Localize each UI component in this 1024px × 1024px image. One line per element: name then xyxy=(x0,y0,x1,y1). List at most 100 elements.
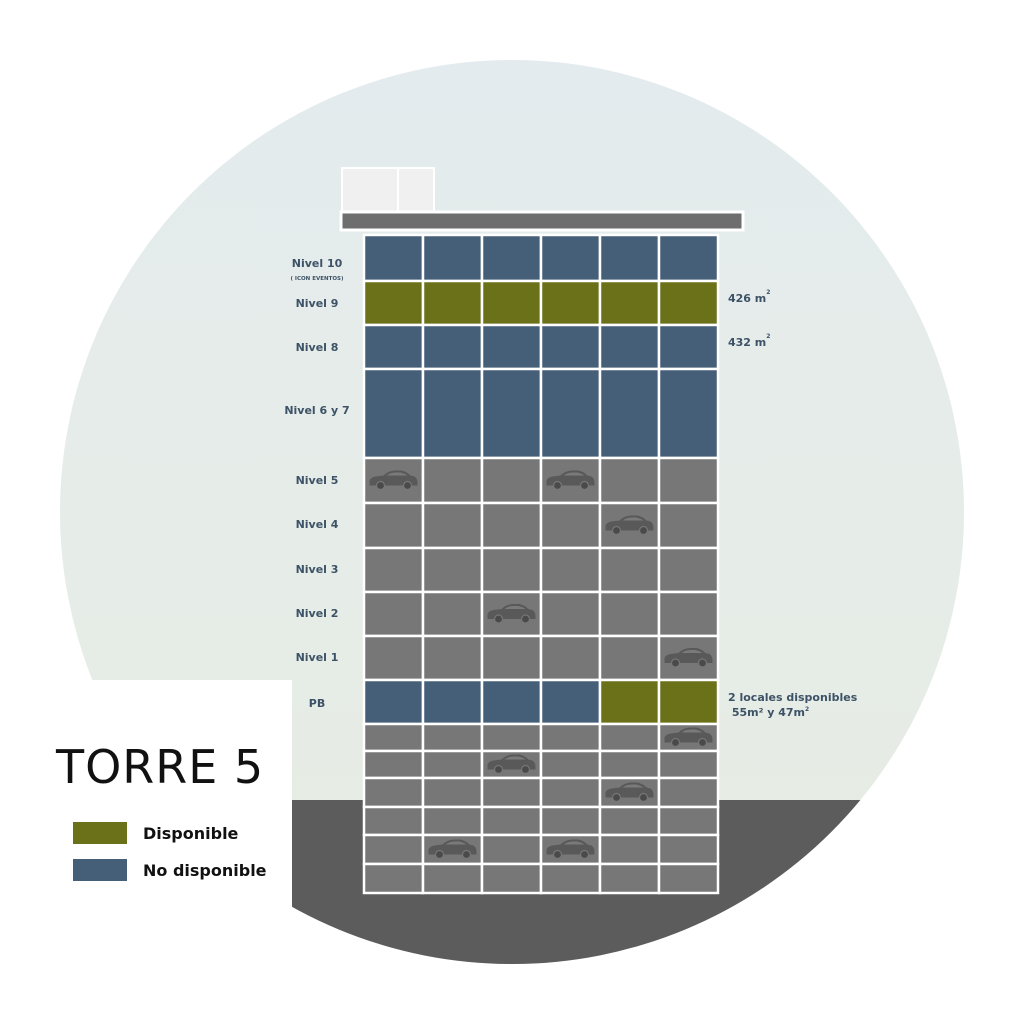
basement-cell xyxy=(657,749,720,780)
cell xyxy=(421,501,484,550)
cell xyxy=(598,678,661,726)
cell xyxy=(657,590,720,638)
cell xyxy=(362,678,425,726)
legend-label-disponible: Disponible xyxy=(143,823,239,843)
cell xyxy=(421,456,484,505)
cell xyxy=(598,279,661,327)
basement-cell xyxy=(362,776,425,809)
legend-item-disponible: Disponible xyxy=(73,822,238,844)
cell xyxy=(362,546,425,594)
basement-cell xyxy=(539,722,602,753)
cell xyxy=(421,678,484,726)
cell xyxy=(539,367,602,460)
cell xyxy=(539,323,602,371)
cell xyxy=(657,501,720,550)
car-icon xyxy=(664,648,713,668)
basement-cell xyxy=(362,749,425,780)
cell xyxy=(362,590,425,638)
basement-cell xyxy=(480,776,543,809)
basement-cell xyxy=(598,862,661,895)
level-label-nivel-1: Nivel 1 xyxy=(295,651,339,664)
tower-title: TORRE 5 xyxy=(56,740,265,794)
cell xyxy=(598,590,661,638)
cell xyxy=(539,634,602,682)
basement-cell xyxy=(480,862,543,895)
cell xyxy=(657,546,720,594)
basement-cell xyxy=(480,722,543,753)
basement-cell xyxy=(598,749,661,780)
car-icon xyxy=(546,839,595,860)
basement-cell xyxy=(480,833,543,866)
cell xyxy=(421,546,484,594)
basement-cell xyxy=(362,722,425,753)
cell xyxy=(598,546,661,594)
cell xyxy=(657,678,720,726)
basement-cell xyxy=(539,749,602,780)
legend-label-no-disponible: No disponible xyxy=(143,860,267,880)
basement-cell xyxy=(421,749,484,780)
cell xyxy=(362,501,425,550)
basement-cell xyxy=(539,805,602,837)
cell xyxy=(598,323,661,371)
cell xyxy=(421,323,484,371)
cell xyxy=(480,678,543,726)
cell xyxy=(362,323,425,371)
car-icon xyxy=(428,839,477,860)
basement-cell xyxy=(657,862,720,895)
cell xyxy=(539,678,602,726)
cell xyxy=(657,279,720,327)
cell xyxy=(480,323,543,371)
basement-cell xyxy=(421,805,484,837)
cell xyxy=(480,546,543,594)
note-pb-locales: 2 locales disponibles 55m² y 47m2 xyxy=(728,691,858,719)
cell xyxy=(657,456,720,505)
car-icon xyxy=(487,604,536,624)
level-label-pb: PB xyxy=(308,697,326,710)
basement-cell xyxy=(480,805,543,837)
basement-cell xyxy=(362,862,425,895)
car-icon xyxy=(369,470,418,491)
cell xyxy=(539,590,602,638)
cell xyxy=(480,501,543,550)
cell xyxy=(362,233,425,283)
cell xyxy=(480,233,543,283)
note-nivel-9-area: 426 m2 xyxy=(728,289,771,305)
level-label-nivel-3: Nivel 3 xyxy=(295,563,339,576)
car-icon xyxy=(487,754,536,775)
cell xyxy=(539,279,602,327)
level-label-nivel-8: Nivel 8 xyxy=(295,341,339,354)
cell xyxy=(598,634,661,682)
roof-slab xyxy=(339,210,745,232)
level-label-nivel-10: Nivel 10 ( ICON EVENTOS) xyxy=(290,257,344,282)
car-icon xyxy=(664,727,713,748)
basement-cell xyxy=(657,776,720,809)
cell xyxy=(421,634,484,682)
basement-cell xyxy=(598,722,661,753)
cell xyxy=(421,367,484,460)
basement-cell xyxy=(539,862,602,895)
note-nivel-8-area: 432 m2 xyxy=(728,333,771,349)
cell xyxy=(362,279,425,327)
basement-cell xyxy=(421,722,484,753)
cell xyxy=(421,590,484,638)
cell xyxy=(657,367,720,460)
cell xyxy=(480,279,543,327)
cell xyxy=(657,233,720,283)
basement-cell xyxy=(539,776,602,809)
legend-swatch-disponible xyxy=(73,822,127,844)
cell xyxy=(539,546,602,594)
cell xyxy=(362,634,425,682)
building xyxy=(362,233,720,895)
cell xyxy=(598,456,661,505)
cell xyxy=(539,233,602,283)
level-label-nivel-5: Nivel 5 xyxy=(295,474,339,487)
basement-cell xyxy=(598,805,661,837)
roof-box xyxy=(341,167,435,215)
car-icon xyxy=(605,515,654,536)
basement-cell xyxy=(657,805,720,837)
cell xyxy=(421,233,484,283)
level-sublabel-icon-eventos: ( ICON EVENTOS) xyxy=(290,276,344,282)
basement-cell xyxy=(362,833,425,866)
level-label-nivel-4: Nivel 4 xyxy=(295,518,339,531)
